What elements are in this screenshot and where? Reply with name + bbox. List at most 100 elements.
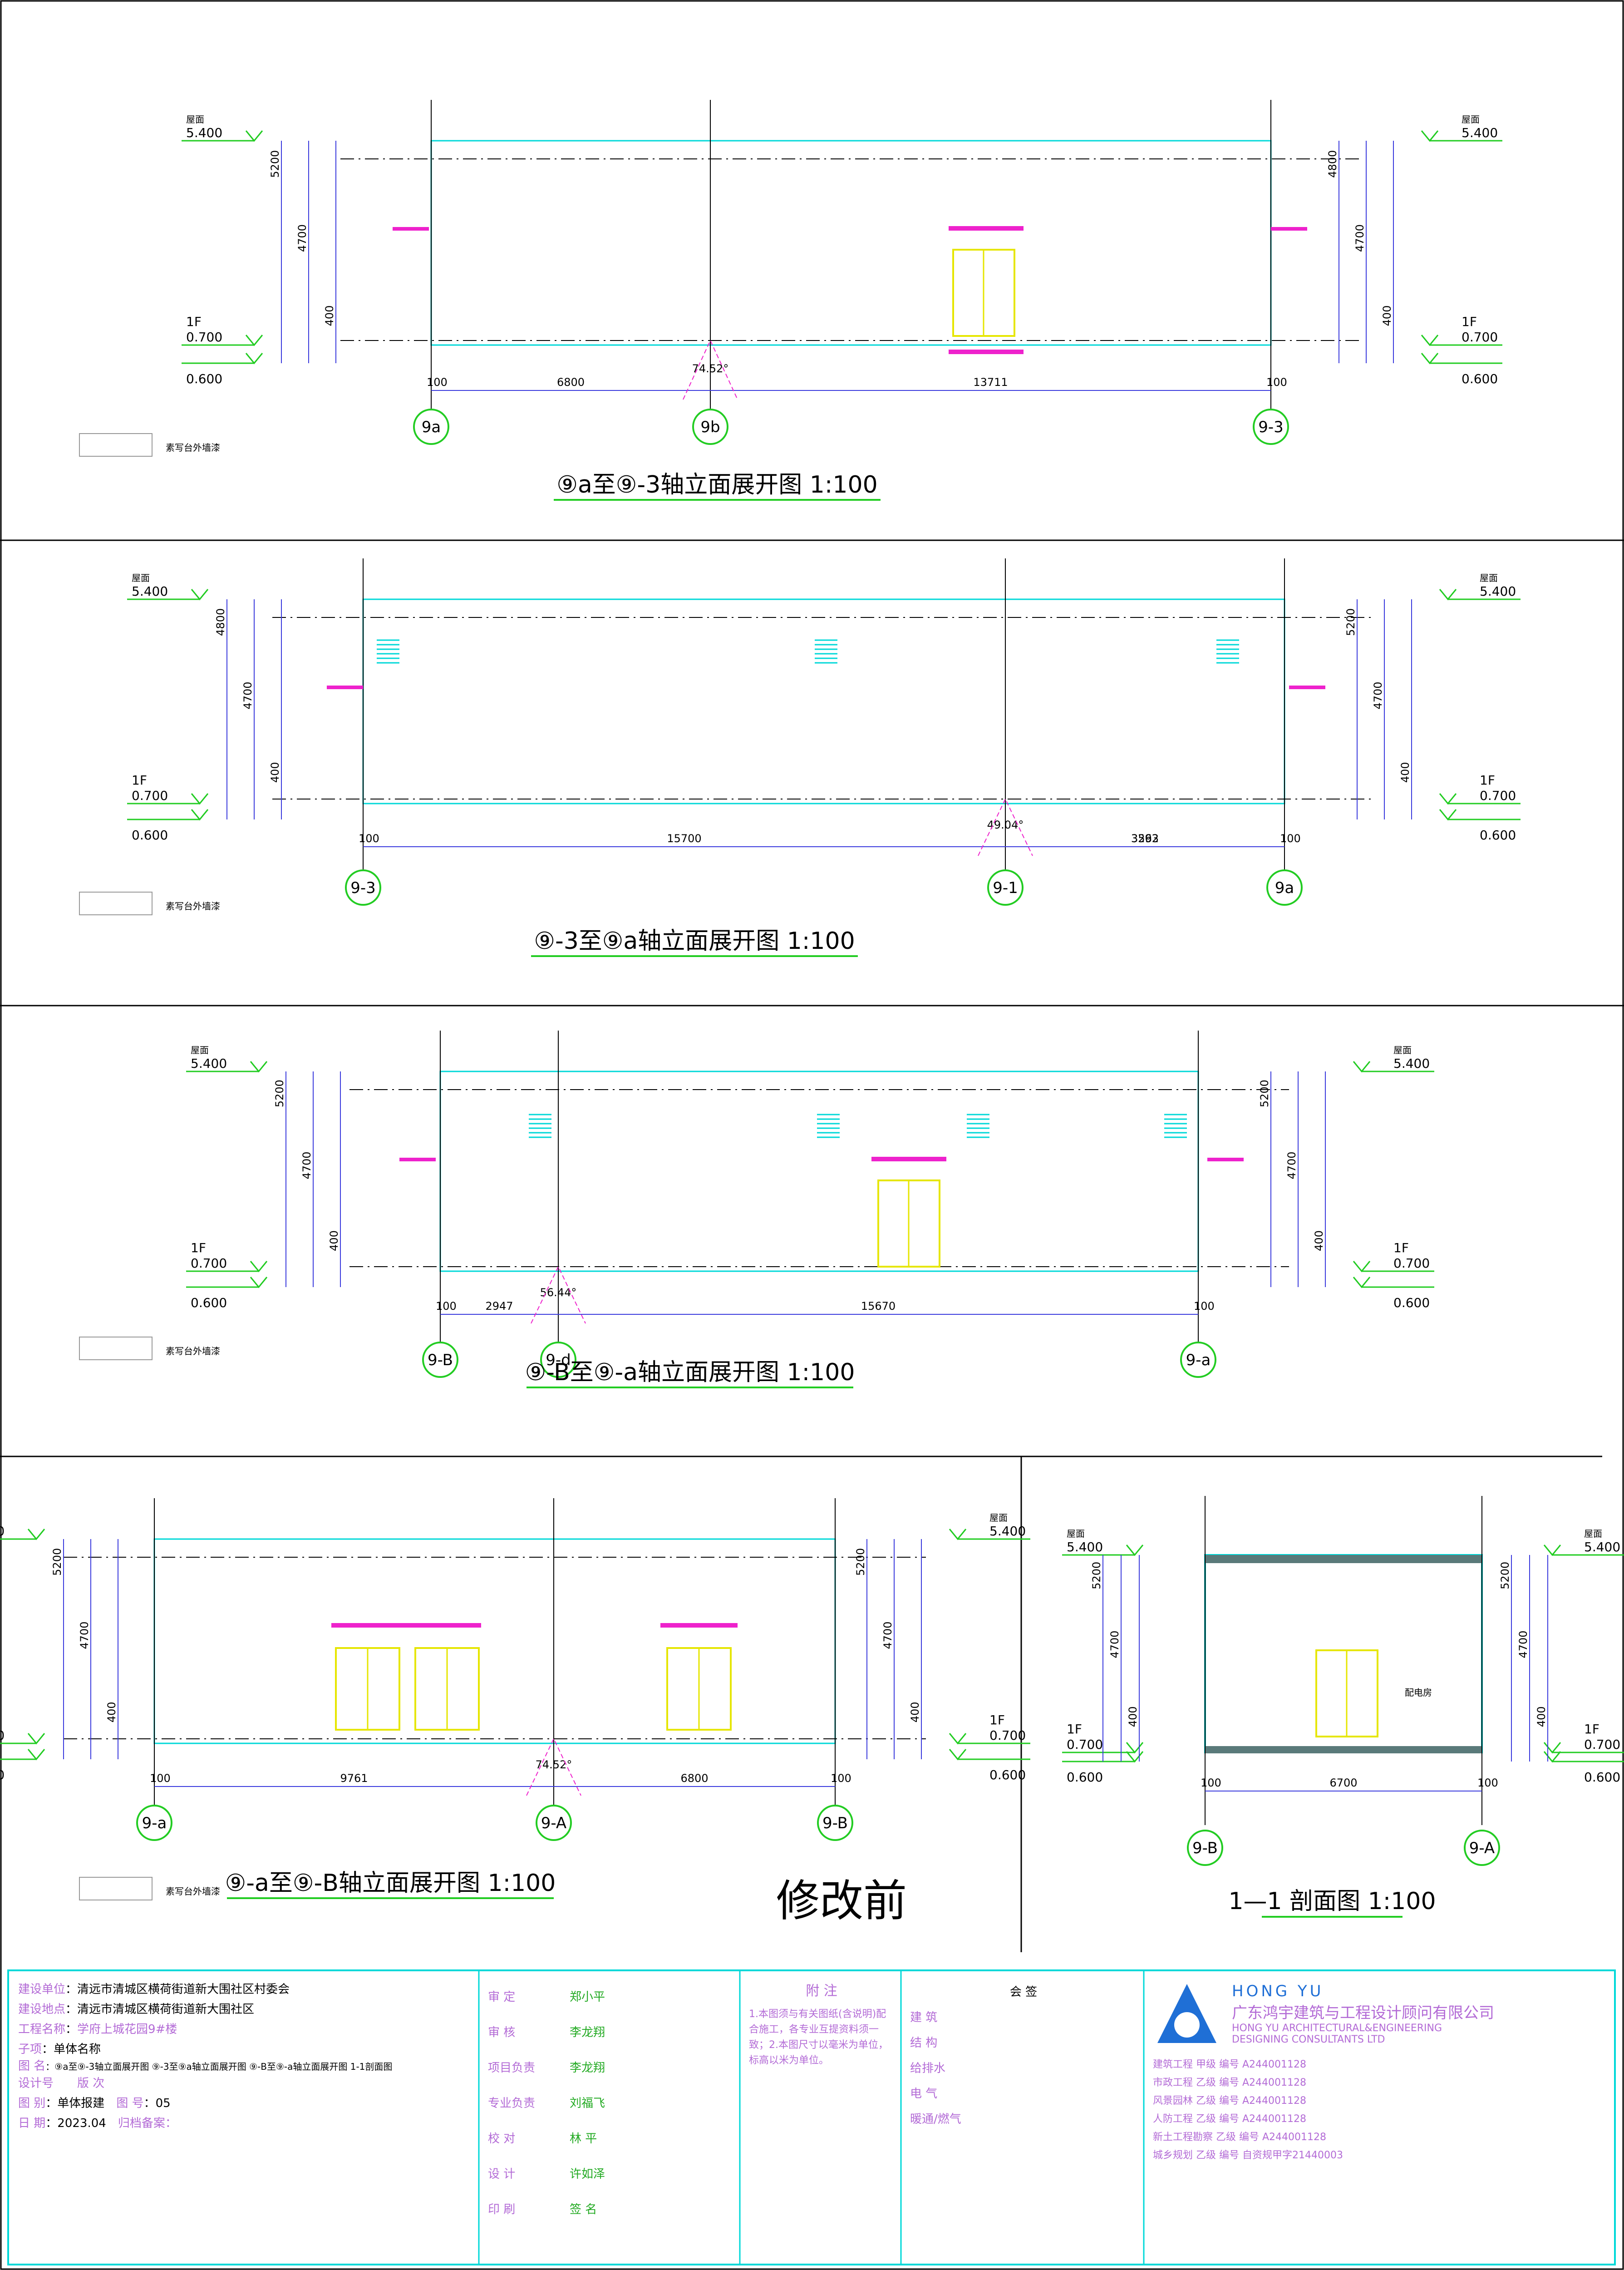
dim-label: 5200	[1344, 608, 1357, 636]
span-dim-label: 6800	[680, 1772, 708, 1785]
level-triangle	[191, 793, 209, 805]
dim-label: 400	[1313, 1230, 1325, 1251]
level-triangle	[1439, 589, 1457, 601]
level-triangle	[245, 130, 263, 142]
level-triangle	[1126, 1742, 1144, 1754]
wall-outline	[439, 1071, 1199, 1272]
floor-level-value: 0.700	[186, 330, 222, 345]
level-triangle	[949, 1529, 967, 1540]
axis-label: 9a	[1275, 879, 1294, 897]
angle-label: 74.52°	[692, 362, 729, 375]
level-triangle	[245, 335, 263, 346]
level-triangle	[191, 809, 209, 821]
angle-label: 49.04°	[987, 819, 1024, 831]
axis-bubble	[1253, 409, 1289, 445]
door-lintel	[331, 1623, 481, 1628]
ground-level-value: 0.600	[989, 1767, 1026, 1782]
axis-label: 9-3	[1258, 418, 1284, 436]
wall-outline	[430, 140, 1272, 346]
end-dim-label: 100	[1280, 832, 1301, 845]
roof-level-label: 屋面	[132, 572, 150, 583]
dim-label: 5200	[1499, 1562, 1511, 1589]
floor-level-value: 0.700	[1067, 1737, 1103, 1752]
span-dim-label: 15670	[861, 1300, 896, 1313]
dim-label: 4700	[1517, 1630, 1530, 1658]
dim-label: 4700	[1372, 681, 1384, 709]
floor-level-value: 0.700	[1393, 1256, 1430, 1271]
level-triangle	[1543, 1545, 1561, 1556]
roof-level-value: 5.400	[0, 1524, 5, 1539]
dim-label: 400	[1127, 1706, 1139, 1727]
title-block	[7, 1969, 1616, 2265]
floor-level-value: 0.700	[0, 1728, 5, 1743]
dim-label: 4700	[296, 224, 309, 252]
ground-level-value: 0.600	[191, 1295, 227, 1310]
roof-level-value: 5.400	[1462, 125, 1498, 140]
span-dim-label: 9761	[340, 1772, 368, 1785]
axis-bubble	[1266, 869, 1303, 906]
level-triangle	[1353, 1061, 1371, 1073]
revision-note: 修改前	[776, 1875, 907, 1926]
level-triangle	[27, 1749, 45, 1761]
level-triangle	[245, 353, 263, 365]
floor-level-value: 0.700	[191, 1256, 227, 1271]
section-outline	[1204, 1554, 1483, 1753]
roof-level-label: 屋面	[1067, 1528, 1085, 1539]
axis-bubble	[692, 409, 728, 445]
louvre-vent	[1164, 1114, 1187, 1138]
ground-level-value: 0.600	[0, 1767, 5, 1782]
end-dim-label: 100	[427, 376, 448, 389]
axis-label: 9-d	[546, 1351, 571, 1369]
floor-level-label: 1F	[1480, 773, 1495, 788]
axis-label: 9-A	[1469, 1839, 1495, 1857]
roof-level-value: 5.400	[1584, 1540, 1620, 1554]
end-dim-label: 100	[831, 1772, 851, 1785]
floor-level-label: 1F	[132, 773, 147, 788]
axis-label: 9-a	[1186, 1351, 1211, 1369]
sill-mark	[327, 686, 363, 689]
axis-bubble	[1187, 1830, 1223, 1866]
roof-level-value: 5.400	[191, 1056, 227, 1071]
dim-label: 400	[909, 1702, 921, 1722]
dim-label: 5200	[1090, 1562, 1103, 1589]
floor-level-value: 0.700	[1462, 330, 1498, 345]
dim-label: 400	[323, 306, 336, 326]
dim-label: 4700	[1108, 1630, 1121, 1658]
level-triangle	[250, 1061, 268, 1073]
section-title: 1—1 剖面图 1:100	[1228, 1888, 1436, 1915]
axis-bubble	[536, 1805, 572, 1841]
axis-label: 9-B	[428, 1351, 453, 1369]
floor-level-value: 0.700	[1480, 788, 1516, 803]
dim-label: 5200	[51, 1548, 64, 1576]
section-end-dim: 100	[1201, 1777, 1221, 1789]
louvre-vent	[967, 1114, 989, 1138]
level-triangle	[949, 1749, 967, 1761]
legend-swatch	[79, 1337, 153, 1360]
section-end-dim: 100	[1477, 1777, 1498, 1789]
roof-level-value: 5.400	[1393, 1056, 1430, 1071]
roof-level-label: 屋面	[1462, 114, 1480, 125]
elevation-title: ⑨-B至⑨-a轴立面展开图 1:100	[525, 1359, 855, 1386]
axis-bubble	[817, 1805, 853, 1841]
dim-label: 4700	[300, 1151, 313, 1179]
elevation-title: ⑨-3至⑨a轴立面展开图 1:100	[534, 928, 855, 955]
dim-label: 400	[1399, 762, 1412, 783]
floor-slab	[1205, 1746, 1482, 1753]
legend-text: 素写台外墙漆	[166, 901, 220, 912]
level-triangle	[1439, 793, 1457, 805]
floor-level-value: 0.700	[1584, 1737, 1620, 1752]
roof-level-label: 屋面	[1480, 572, 1498, 583]
dim-label: 400	[269, 762, 281, 783]
roof-level-value: 5.400	[132, 584, 168, 599]
ground-level-value: 0.600	[1393, 1295, 1430, 1310]
wall-outline	[153, 1538, 836, 1744]
door-lintel	[949, 226, 1024, 231]
floor-level-value: 0.700	[132, 788, 168, 803]
dim-label: 400	[1535, 1706, 1548, 1727]
roof-level-label: 屋面	[1393, 1045, 1412, 1056]
roof-level-label: 屋面	[186, 114, 204, 125]
legend-text: 素写台外墙漆	[166, 1346, 220, 1357]
